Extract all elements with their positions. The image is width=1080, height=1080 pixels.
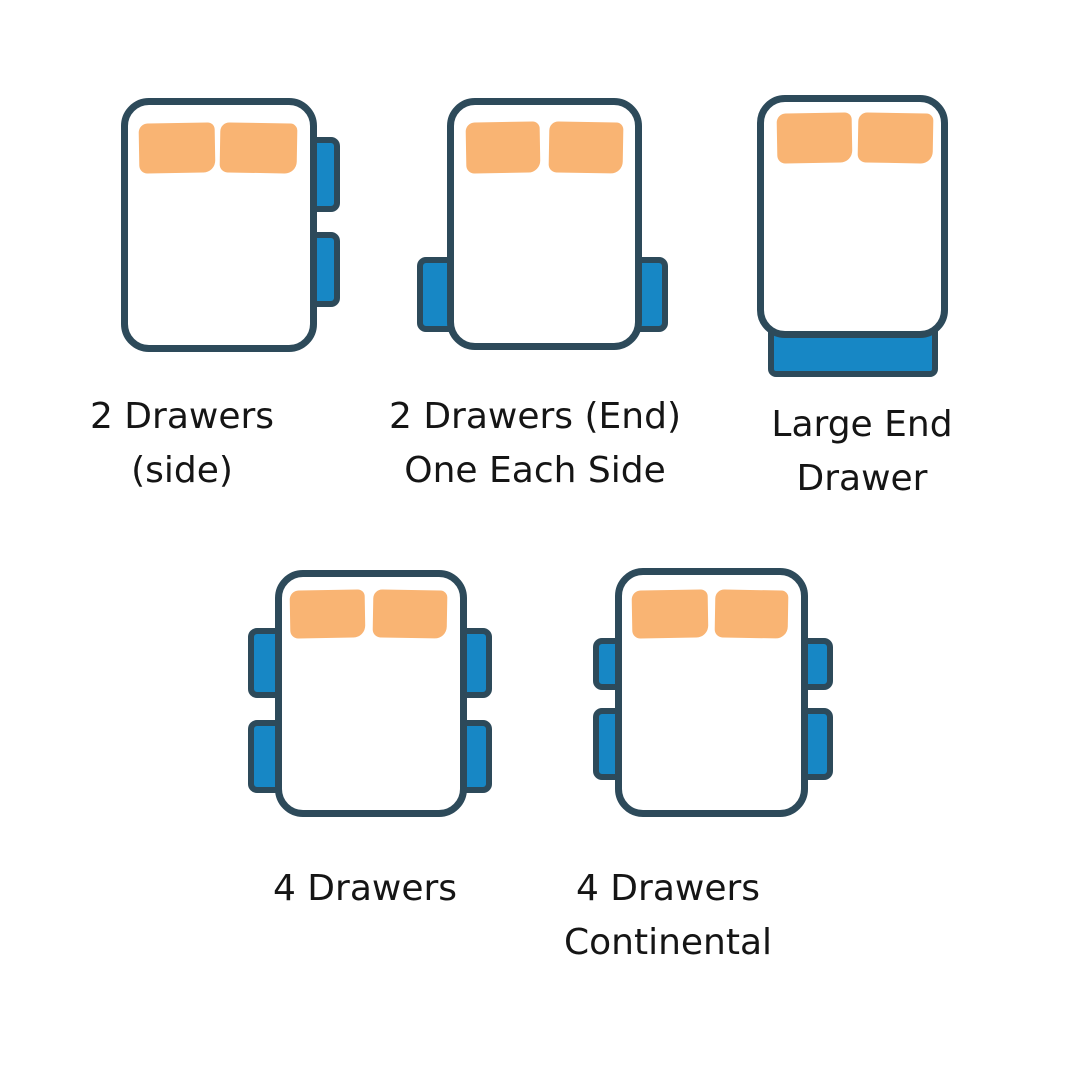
pillow-right <box>219 122 298 174</box>
figure-label-line: 4 Drawers <box>575 868 761 909</box>
figure-label-line: Large End <box>771 404 953 445</box>
figure-label-line: 2 Drawers <box>89 396 275 437</box>
figure-label-line: 4 Drawers <box>272 868 458 909</box>
figure-label-line: (side) <box>131 450 233 491</box>
figure-label: 4 Drawers <box>273 862 457 916</box>
pillow-right <box>548 121 624 174</box>
figure-label-line: Continental <box>563 922 773 963</box>
figure-label: 2 Drawers (End) One Each Side <box>389 390 681 498</box>
pillow-left <box>289 589 366 639</box>
pillow-right <box>714 589 789 639</box>
pillow-left <box>138 122 216 174</box>
figure-label-line: Drawer <box>796 458 928 499</box>
pillow-left <box>776 112 853 164</box>
pillow-right <box>372 589 448 639</box>
figure-label: 4 Drawers Continental <box>564 862 772 970</box>
figure-label: Large End Drawer <box>771 398 952 506</box>
figure-label: 2 Drawers (side) <box>90 390 274 498</box>
pillow-left <box>465 121 541 174</box>
pillow-left <box>631 589 709 639</box>
pillow-right <box>857 112 934 164</box>
figure-label-line: One Each Side <box>404 450 666 491</box>
figure-label-line: 2 Drawers (End) <box>388 396 682 437</box>
